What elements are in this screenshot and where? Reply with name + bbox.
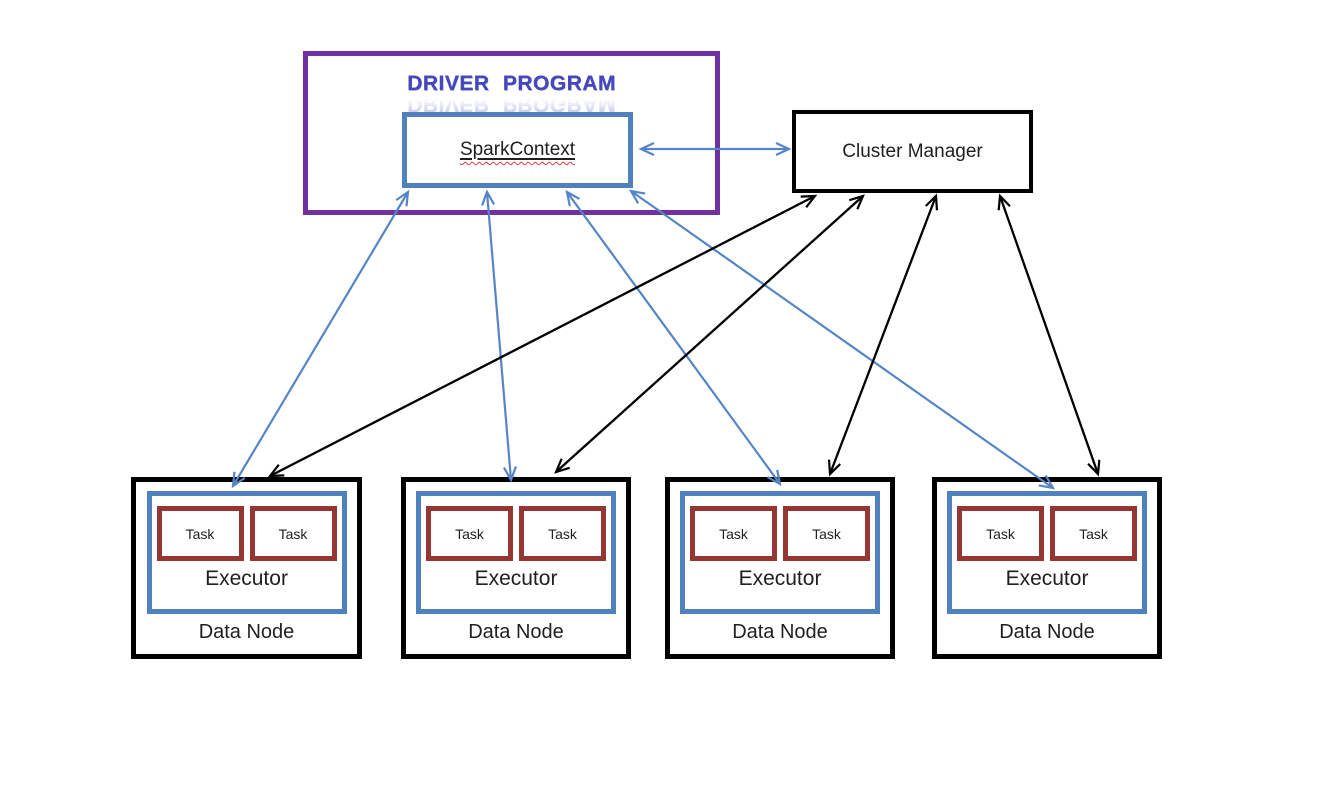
- spark-context-label: SparkContext: [459, 139, 576, 160]
- arrow-clustermanager-datanode-3: [827, 193, 939, 477]
- arrow-sparkcontext-executor-4: [628, 189, 1056, 490]
- driver-program-box: DRIVER PROGRAM SparkContext: [303, 51, 720, 215]
- arrow-clustermanager-datanode-4: [997, 193, 1101, 477]
- arrow-sparkcontext-executor-3: [565, 189, 782, 487]
- executor-label: Executor: [1005, 567, 1089, 590]
- spark-context-box: SparkContext: [402, 112, 633, 188]
- arrow-sparkcontext-executor-1: [231, 189, 410, 489]
- task-row-3: Task Task: [690, 506, 870, 561]
- arrow-clustermanager-datanode-2: [554, 194, 865, 474]
- cluster-manager-label: Cluster Manager: [842, 140, 983, 162]
- task-row-1: Task Task: [156, 506, 337, 561]
- task-box: Task: [957, 506, 1044, 561]
- task-box: Task: [690, 506, 777, 561]
- task-box: Task: [783, 506, 870, 561]
- task-box: Task: [249, 506, 337, 561]
- data-node-label: Data Node: [468, 621, 564, 643]
- data-node-label: Data Node: [999, 621, 1095, 643]
- data-node-2: Task Task Executor Data Node: [401, 477, 631, 659]
- driver-program-title: DRIVER PROGRAM: [407, 72, 616, 95]
- task-box: Task: [156, 506, 244, 561]
- executor-label: Executor: [205, 567, 288, 590]
- arrow-clustermanager-datanode-1: [267, 194, 818, 478]
- executor-label: Executor: [738, 567, 822, 590]
- data-node-3: Task Task Executor Data Node: [665, 477, 895, 659]
- task-box: Task: [426, 506, 513, 561]
- data-node-4: Task Task Executor Data Node: [932, 477, 1162, 659]
- executor-box-2: Task Task Executor: [416, 491, 616, 614]
- data-node-1: Task Task Executor Data Node: [131, 477, 362, 659]
- executor-box-4: Task Task Executor: [947, 491, 1147, 614]
- cluster-manager-box: Cluster Manager: [792, 110, 1033, 193]
- task-row-4: Task Task: [957, 506, 1137, 561]
- executor-box-3: Task Task Executor: [680, 491, 880, 614]
- executor-box-1: Task Task Executor: [146, 491, 347, 614]
- arrow-sparkcontext-executor-2: [481, 189, 517, 483]
- task-box: Task: [519, 506, 606, 561]
- data-node-label: Data Node: [198, 621, 295, 643]
- data-node-label: Data Node: [732, 621, 828, 643]
- task-box: Task: [1050, 506, 1137, 561]
- executor-label: Executor: [474, 567, 558, 590]
- task-row-2: Task Task: [426, 506, 606, 561]
